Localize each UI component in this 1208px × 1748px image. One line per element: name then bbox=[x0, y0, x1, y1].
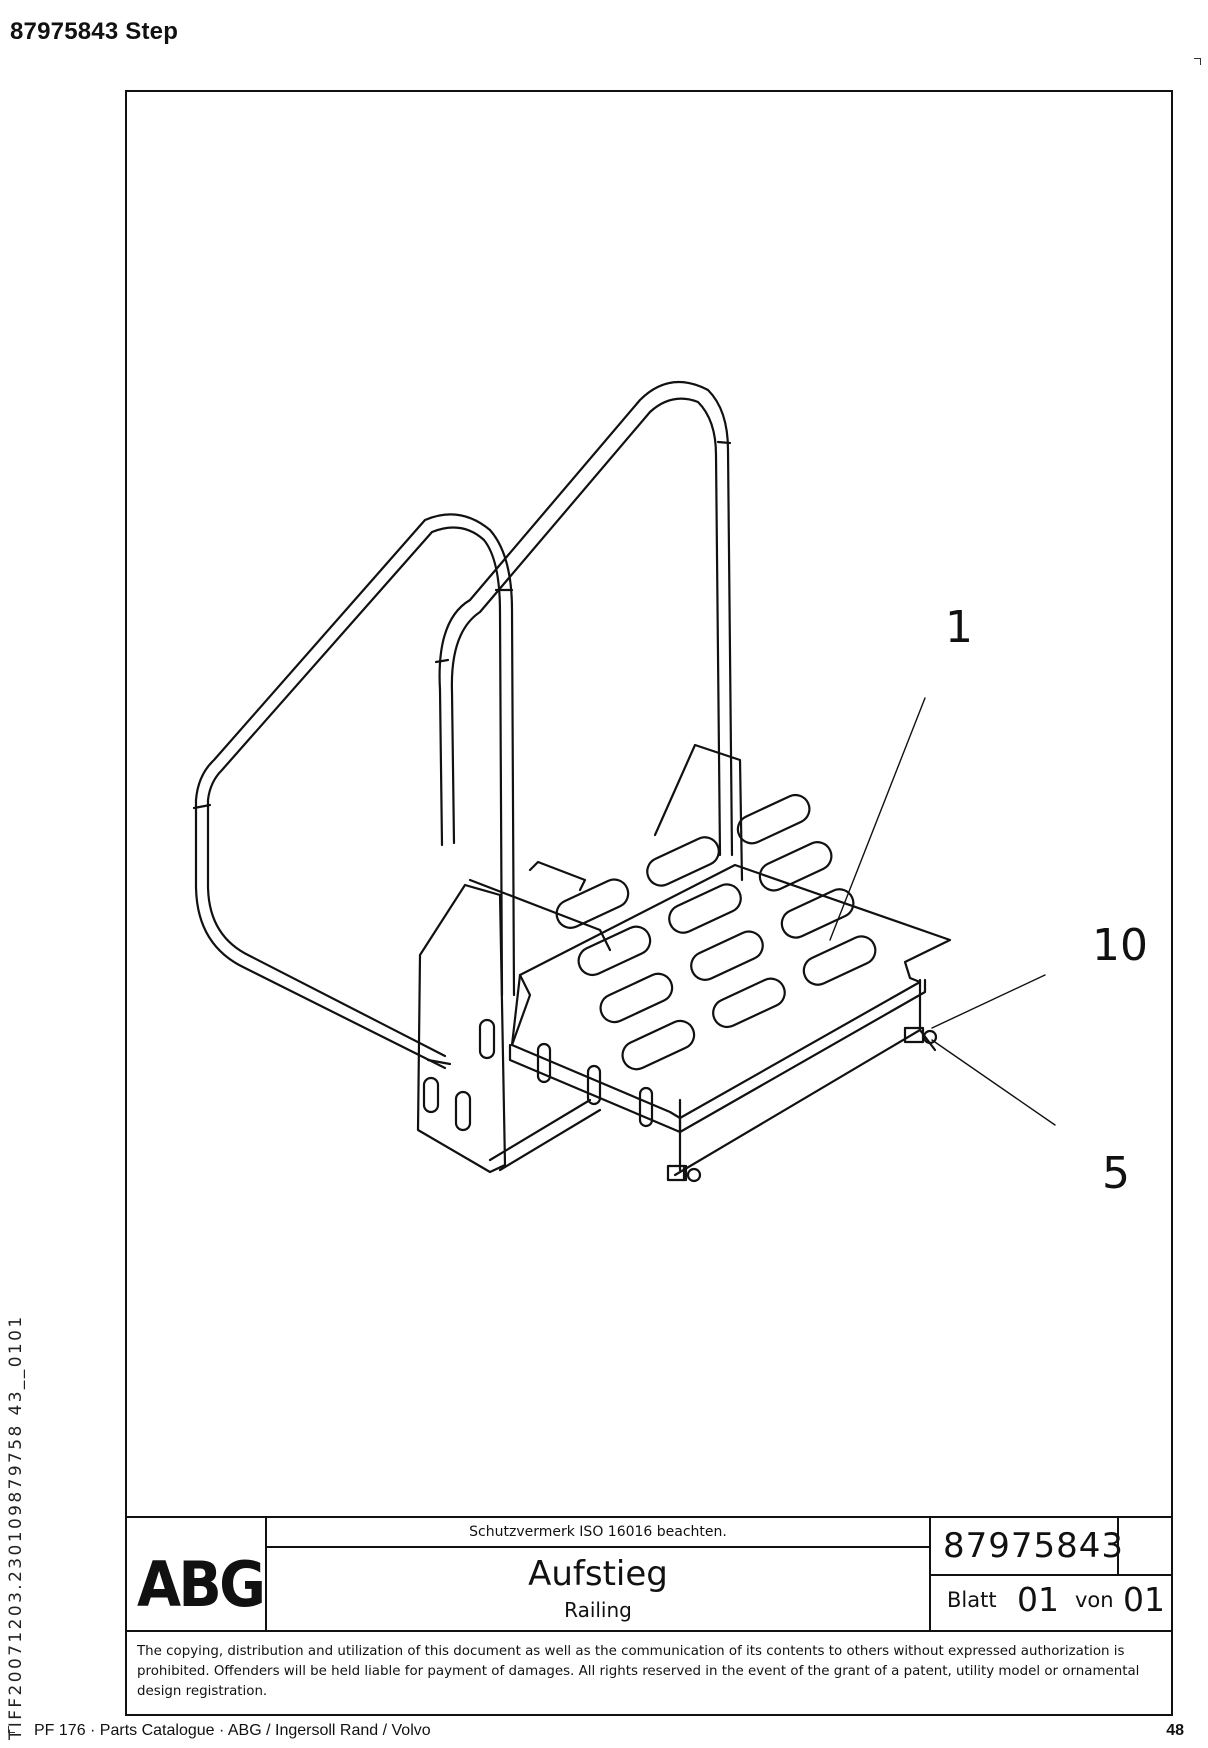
title-english: Railing bbox=[564, 1598, 632, 1622]
left-bracket bbox=[416, 878, 612, 1174]
title-german: Aufstieg bbox=[528, 1554, 668, 1594]
sheet-label: Blatt bbox=[947, 1588, 997, 1612]
callout-5: 5 bbox=[1102, 1148, 1130, 1199]
step-tread bbox=[508, 793, 952, 1134]
callout-leaders bbox=[829, 697, 1056, 1126]
crop-mark bbox=[1194, 58, 1201, 65]
of-label: von bbox=[1075, 1588, 1114, 1612]
step-frame bbox=[488, 978, 937, 1182]
file-reference: TIFF20071203.230109879758 43__0101 bbox=[6, 1314, 26, 1740]
technical-drawing: 1 10 5 bbox=[192, 380, 1148, 1199]
sheet-total: 01 bbox=[1123, 1580, 1165, 1619]
page-title: 87975843 Step bbox=[10, 18, 179, 45]
protection-note: Schutzvermerk ISO 16016 beachten. bbox=[469, 1524, 727, 1540]
sheet-number: 01 bbox=[1017, 1580, 1059, 1619]
drawing-frame bbox=[125, 90, 1173, 1716]
rear-handrail bbox=[434, 380, 734, 857]
legal-notice: The copying, distribution and utilizatio… bbox=[137, 1644, 1140, 1699]
callout-10: 10 bbox=[1092, 920, 1148, 971]
title-block: ABG Schutzvermerk ISO 16016 beachten. Au… bbox=[125, 1516, 1173, 1716]
abg-logo: ABG bbox=[137, 1548, 266, 1621]
page-number: 48 bbox=[1166, 1722, 1184, 1739]
footer-catalogue-info: PF 176 · Parts Catalogue · ABG / Ingerso… bbox=[34, 1722, 431, 1739]
right-bracket bbox=[528, 743, 744, 892]
bolt-clamps bbox=[666, 1026, 938, 1183]
callout-1: 1 bbox=[945, 602, 973, 653]
front-handrail bbox=[192, 513, 516, 1070]
page-footer: PF 176 · Parts Catalogue · ABG / Ingerso… bbox=[34, 1722, 1184, 1740]
crop-mark bbox=[8, 1726, 15, 1733]
drawing-number: 87975843 bbox=[943, 1526, 1125, 1566]
